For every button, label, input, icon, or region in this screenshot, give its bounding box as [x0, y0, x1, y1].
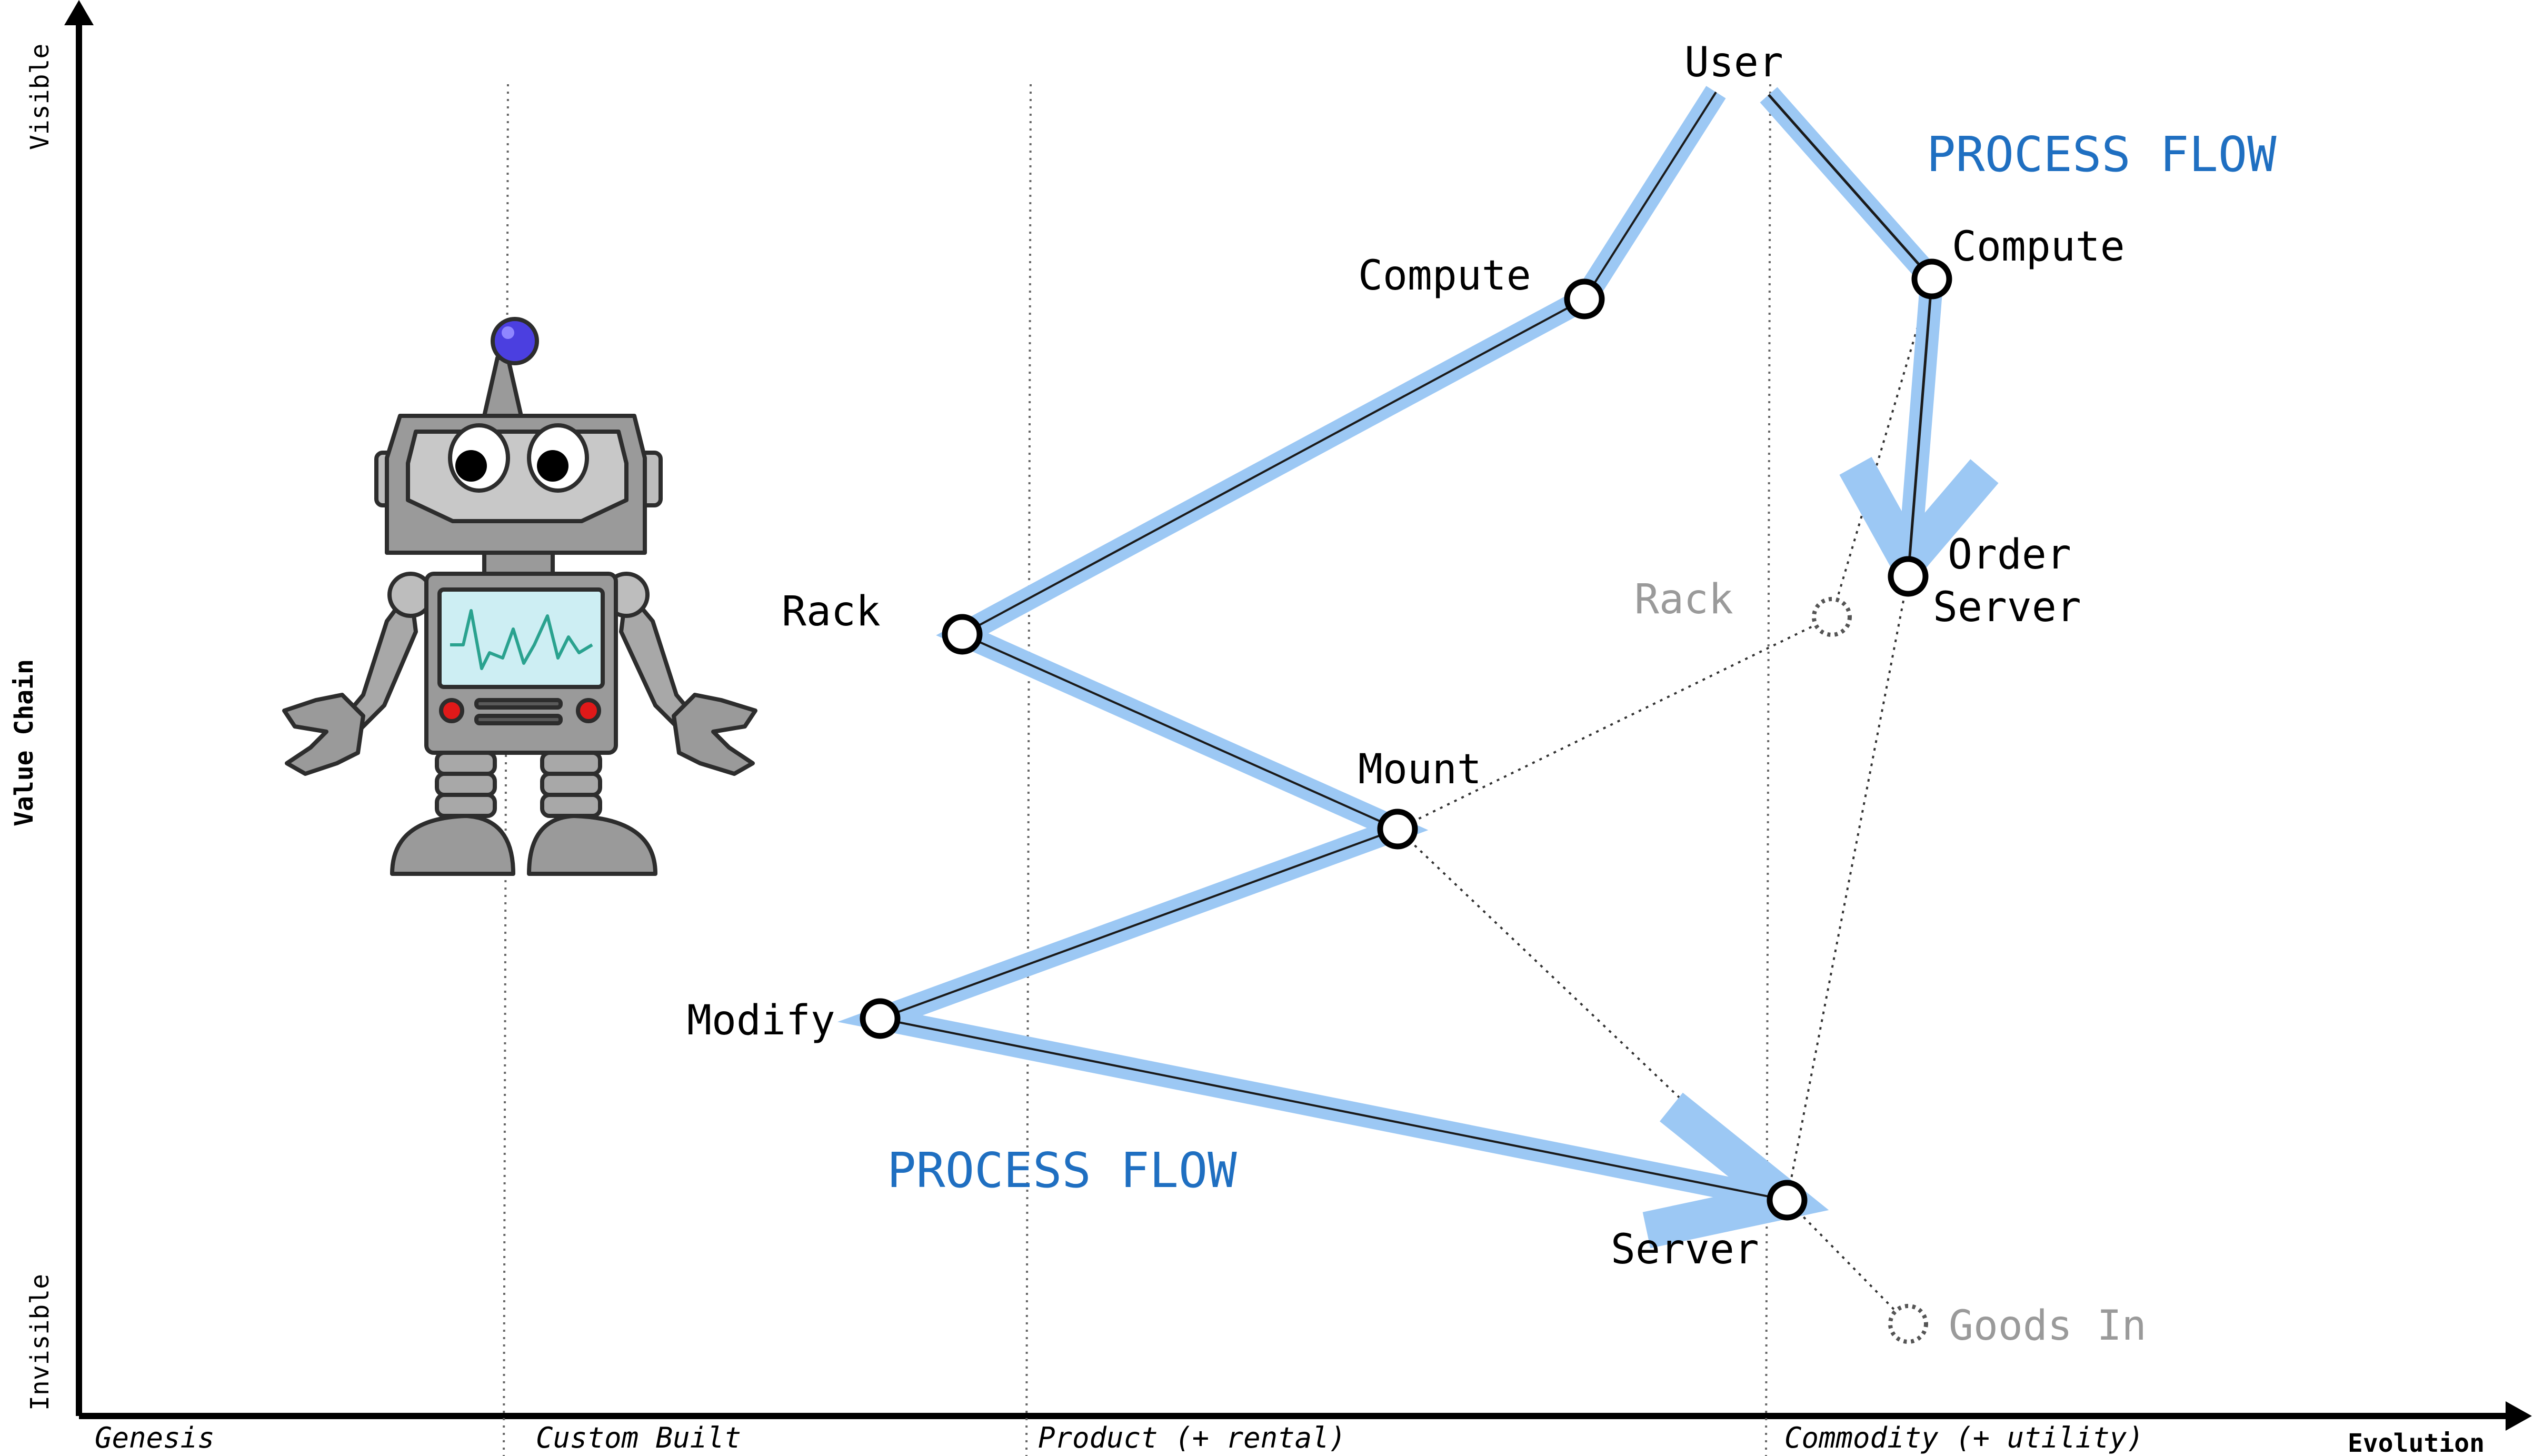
- robot-claw-left-icon: [282, 693, 365, 776]
- dependency-line: [1397, 616, 1832, 830]
- robot-leg-left: [435, 751, 497, 818]
- robot-antenna: [482, 356, 523, 418]
- process-flow-label-left: PROCESS FLOW: [887, 1142, 1237, 1199]
- robot-heartbeat-line: [450, 609, 593, 670]
- flow-band: [837, 86, 1790, 1212]
- ghost-nodes: [1812, 597, 1928, 1344]
- robot-antenna-ball: [491, 317, 539, 365]
- robot-button-left: [439, 698, 464, 723]
- dependency-line: [1396, 828, 1788, 1201]
- robot-pupil-right: [537, 450, 568, 482]
- robot-claw-right-icon: [672, 693, 757, 776]
- process-flow-label-right: PROCESS FLOW: [1927, 126, 2277, 183]
- robot-pupil-left: [455, 450, 487, 482]
- x-axis-title: Evolution: [2348, 1429, 2485, 1456]
- robot-slot-top: [474, 698, 563, 710]
- x-axis-arrow-icon: [2506, 1401, 2532, 1431]
- label-rack: Rack: [782, 588, 881, 635]
- label-user: User: [1684, 39, 1783, 86]
- label-order-server-line2: Server: [1933, 584, 2081, 631]
- label-mount: Mount: [1358, 746, 1482, 793]
- node-rack-ghost[interactable]: [1812, 597, 1852, 637]
- stage-label-product: Product (+ rental): [1038, 1421, 1346, 1454]
- node-compute-right[interactable]: [1911, 258, 1952, 300]
- label-goods-in: Goods In: [1949, 1302, 2147, 1350]
- robot-slot-bottom: [474, 714, 563, 725]
- y-axis-bottom-label: Invisible: [25, 1274, 55, 1411]
- stage-divider: [503, 84, 509, 1456]
- y-axis-arrow-icon: [64, 0, 94, 25]
- label-compute-right: Compute: [1952, 223, 2125, 271]
- process-flow-left: [837, 86, 1829, 1249]
- stage-label-custom-built: Custom Built: [536, 1421, 741, 1454]
- label-rack-ghost: Rack: [1634, 576, 1733, 623]
- node-modify[interactable]: [860, 998, 901, 1039]
- stage-dividers: [503, 84, 1771, 1456]
- stage-label-genesis: Genesis: [95, 1421, 215, 1454]
- label-order-server-line1: Order: [1948, 531, 2071, 579]
- robot-button-right: [576, 698, 601, 723]
- stage-divider: [1765, 84, 1771, 1456]
- y-axis-top-label: Visible: [25, 44, 55, 150]
- node-compute-left[interactable]: [1564, 278, 1605, 320]
- node-mount[interactable]: [1377, 809, 1418, 850]
- flow-core-line: [876, 91, 1788, 1201]
- flow-band: [1760, 87, 1944, 577]
- node-order-server[interactable]: [1888, 556, 1929, 597]
- label-server: Server: [1611, 1226, 1759, 1273]
- label-compute-left: Compute: [1358, 252, 1531, 300]
- robot-neck: [482, 551, 555, 576]
- robot-leg-right: [540, 751, 602, 818]
- stage-divider: [1025, 84, 1032, 1456]
- dependency-line: [1786, 1199, 1909, 1325]
- dependency-lines: [1396, 278, 1933, 1325]
- robot-foot-right: [527, 814, 657, 876]
- dependency-line: [1786, 576, 1909, 1201]
- node-goods-in[interactable]: [1888, 1304, 1928, 1344]
- label-modify: Modify: [687, 997, 835, 1044]
- robot-antenna-highlight: [502, 326, 514, 339]
- robot-foot-left: [390, 814, 515, 876]
- dependency-line: [1831, 278, 1933, 617]
- node-server[interactable]: [1767, 1180, 1808, 1221]
- robot-face-plate: [406, 430, 628, 523]
- y-axis-title: Value Chain: [9, 659, 39, 826]
- stage-label-commodity: Commodity (+ utility): [1784, 1421, 2144, 1454]
- robot-icon: [282, 317, 757, 876]
- axes: [64, 0, 2532, 1431]
- nodes: [860, 258, 1952, 1221]
- node-rack[interactable]: [942, 614, 983, 655]
